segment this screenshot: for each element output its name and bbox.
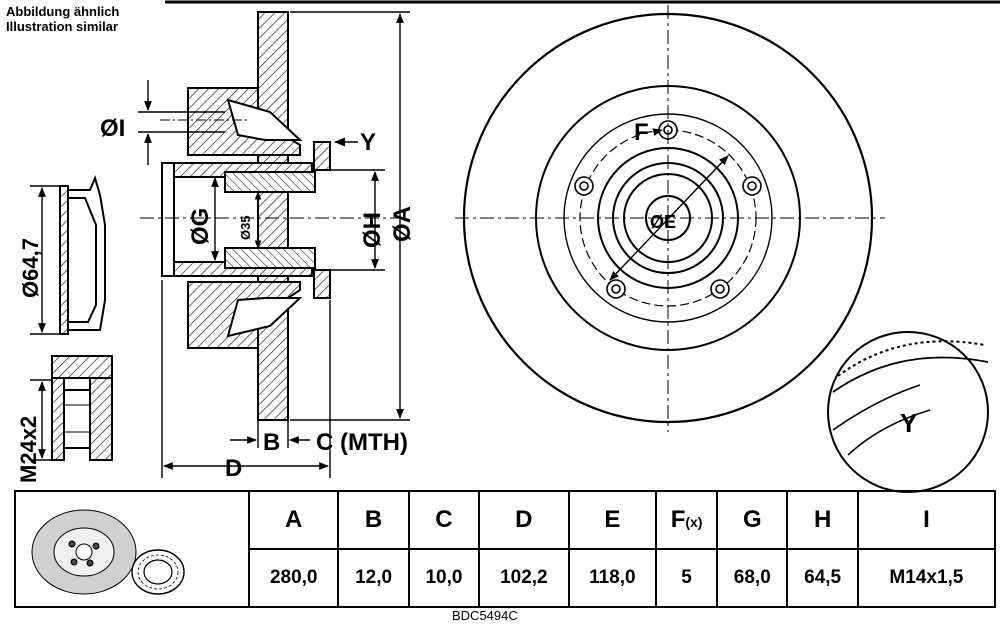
table-value-row: 280,0 12,0 10,0 102,2 118,0 5 68,0 64,5 … (15, 548, 997, 608)
label-dia-64-7: Ø64,7 (18, 238, 43, 298)
label-b: B (263, 429, 280, 456)
value-f: 5 (655, 548, 719, 608)
label-d: D (225, 455, 242, 482)
upper-web-cavity (226, 98, 303, 141)
hub-cap-section (59, 175, 106, 335)
table-thumbnail-cell (14, 490, 250, 608)
header-b: B (337, 490, 410, 550)
dim-dia-e-line (609, 155, 729, 281)
label-f: F (634, 119, 649, 146)
label-y-marker: Y (360, 129, 376, 156)
bearing-upper (224, 171, 316, 193)
disc-ring-section (257, 11, 289, 421)
value-h: 64,5 (786, 548, 859, 608)
value-i: M14x1,5 (856, 548, 997, 608)
table-header-row: A B C D E F(x) G H I (14, 490, 997, 608)
header-g: G (716, 490, 789, 550)
header-i: I (856, 490, 997, 550)
section-view (161, 11, 331, 421)
header-h: H (786, 490, 859, 550)
bearing-lower (224, 247, 316, 269)
label-y-detail: Y (900, 408, 917, 438)
abs-ring-lower (313, 269, 331, 299)
dim-dia-a (290, 11, 410, 421)
label-dia-35: Ø35 (238, 215, 253, 240)
hub-front-face (161, 162, 175, 277)
label-dia-g: ØG (187, 208, 214, 245)
label-c-mth: C (MTH) (316, 429, 408, 456)
header-f-cell: F(x) (655, 490, 719, 550)
dim-m24x2 (30, 379, 52, 461)
dim-dia-64-7 (30, 185, 60, 335)
value-c: 10,0 (407, 548, 481, 608)
dim-dia-i (138, 80, 195, 165)
lower-web-cavity (226, 297, 303, 338)
value-g: 68,0 (716, 548, 789, 608)
header-c: C (407, 490, 481, 550)
label-dia-h: ØH (359, 212, 386, 248)
header-f: F (670, 506, 686, 533)
value-d: 102,2 (478, 548, 570, 608)
dim-d (161, 280, 331, 478)
header-d: D (478, 490, 570, 550)
label-dia-i: ØI (100, 115, 125, 142)
value-e: 118,0 (567, 548, 658, 608)
spec-table: A B C D E F(x) G H I 280,0 12,0 10,0 102… (14, 490, 997, 608)
caption: Abbildung ähnlich Illustration similar (6, 4, 119, 34)
axle-nut-section (51, 355, 113, 461)
header-e: E (567, 490, 658, 550)
dim-b-c (230, 420, 310, 448)
header-f-suffix: (x) (685, 514, 703, 530)
value-b: 12,0 (337, 548, 410, 608)
dim-dia-h (330, 169, 385, 271)
label-dia-a: ØA (389, 206, 416, 242)
abs-ring-upper (313, 141, 331, 171)
value-a: 280,0 (247, 548, 340, 608)
label-m24x2: M24x2 (16, 416, 41, 483)
header-a: A (247, 490, 340, 550)
caption-line-1: Abbildung ähnlich (6, 4, 120, 19)
stud-holes (574, 120, 762, 299)
detail-y (827, 331, 989, 493)
caption-line-2: Illustration similar (6, 19, 118, 34)
part-number: BDC5494C (452, 608, 518, 623)
label-dia-e: ØE (650, 212, 676, 232)
